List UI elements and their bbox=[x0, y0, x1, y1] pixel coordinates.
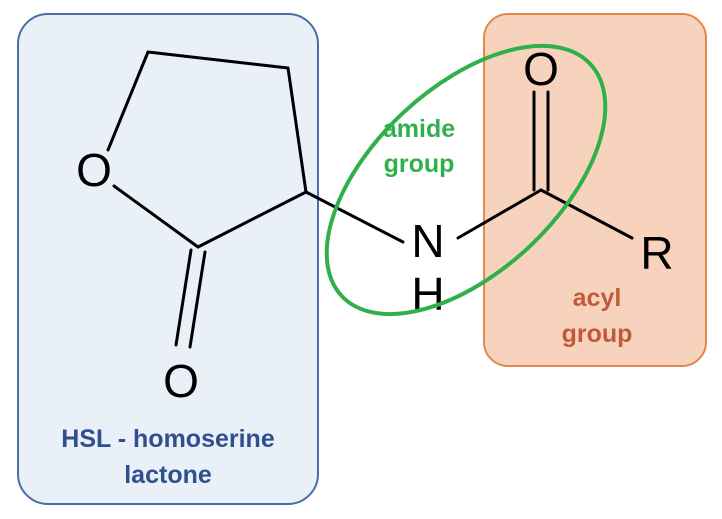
bond-carbonyl-carbon-to-alpha-carbon bbox=[196, 190, 308, 249]
bond-acyl-carbon-to-r bbox=[539, 188, 634, 240]
atom-acyl-carbonyl-oxygen: O bbox=[523, 43, 559, 95]
bonds bbox=[106, 50, 634, 349]
bond-ring-carbonyl-double-a bbox=[174, 248, 193, 347]
bond-ring-ch2-to-alpha-carbon bbox=[286, 66, 308, 194]
atom-nitrogen: N bbox=[411, 215, 444, 267]
hsl-label-line2: lactone bbox=[124, 461, 212, 489]
bond-alpha-carbon-to-nitrogen bbox=[304, 190, 405, 244]
atom-r-group: R bbox=[640, 227, 673, 279]
acyl-label-line2: group bbox=[562, 320, 633, 348]
acyl-region-box bbox=[483, 13, 707, 367]
bond-oxygen-to-carbonyl-carbon bbox=[112, 184, 200, 249]
bond-nitrogen-to-acyl-carbon bbox=[456, 188, 543, 240]
bond-ring-carbonyl-double-b bbox=[188, 250, 207, 349]
atom-ring-oxygen: O bbox=[76, 144, 112, 196]
atom-ring-carbonyl-oxygen: O bbox=[163, 355, 199, 407]
amide-label-line2: group bbox=[384, 150, 455, 178]
amide-label-line1: amide bbox=[383, 115, 455, 143]
hsl-label-line1: HSL - homoserine bbox=[61, 425, 275, 453]
amide-group-ellipse bbox=[324, 43, 608, 317]
bond-ring-ch2-top bbox=[146, 50, 290, 70]
acyl-label-line1: acyl bbox=[573, 284, 622, 312]
hsl-region-box bbox=[17, 13, 319, 505]
bond-ring-ch2-to-oxygen bbox=[106, 50, 150, 152]
